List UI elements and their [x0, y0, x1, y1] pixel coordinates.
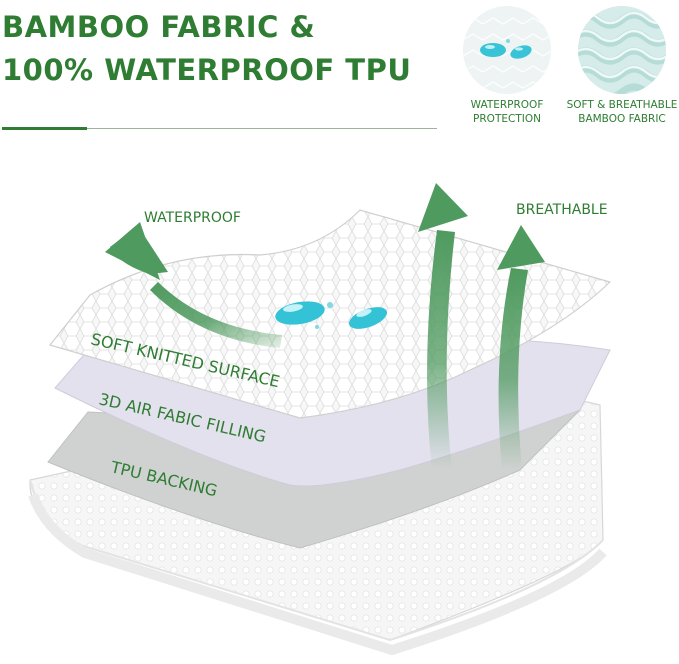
water-droplets-icon [275, 301, 388, 329]
feature-breathable: SOFT & BREATHABLE BAMBOO FABRIC [566, 6, 678, 126]
feature-breathable-caption: SOFT & BREATHABLE BAMBOO FABRIC [566, 98, 678, 126]
feature-breathable-line1: SOFT & BREATHABLE [566, 99, 678, 111]
feature-waterproof-line1: WATERPROOF [470, 99, 544, 111]
headline-line-2: 100% WATERPROOF TPU [2, 53, 412, 87]
feature-waterproof-line2: PROTECTION [473, 113, 541, 125]
feature-breathable-line2: BAMBOO FABRIC [578, 113, 666, 125]
breathable-arrow-icon [418, 183, 545, 470]
waterproof-label: WATERPROOF [144, 210, 241, 226]
headline-accent-rule [2, 127, 87, 130]
breathable-label: BREATHABLE [516, 202, 608, 218]
waterproof-arrow-icon [105, 222, 282, 348]
layer-soft-knitted-surface [48, 209, 612, 419]
fabric-weave-icon [578, 6, 666, 94]
feature-waterproof: WATERPROOF PROTECTION [457, 6, 557, 126]
headline: BAMBOO FABRIC & 100% WATERPROOF TPU [2, 6, 411, 92]
headline-divider [87, 128, 437, 129]
headline-line-1: BAMBOO FABRIC & [2, 10, 316, 44]
feature-waterproof-caption: WATERPROOF PROTECTION [457, 98, 557, 126]
